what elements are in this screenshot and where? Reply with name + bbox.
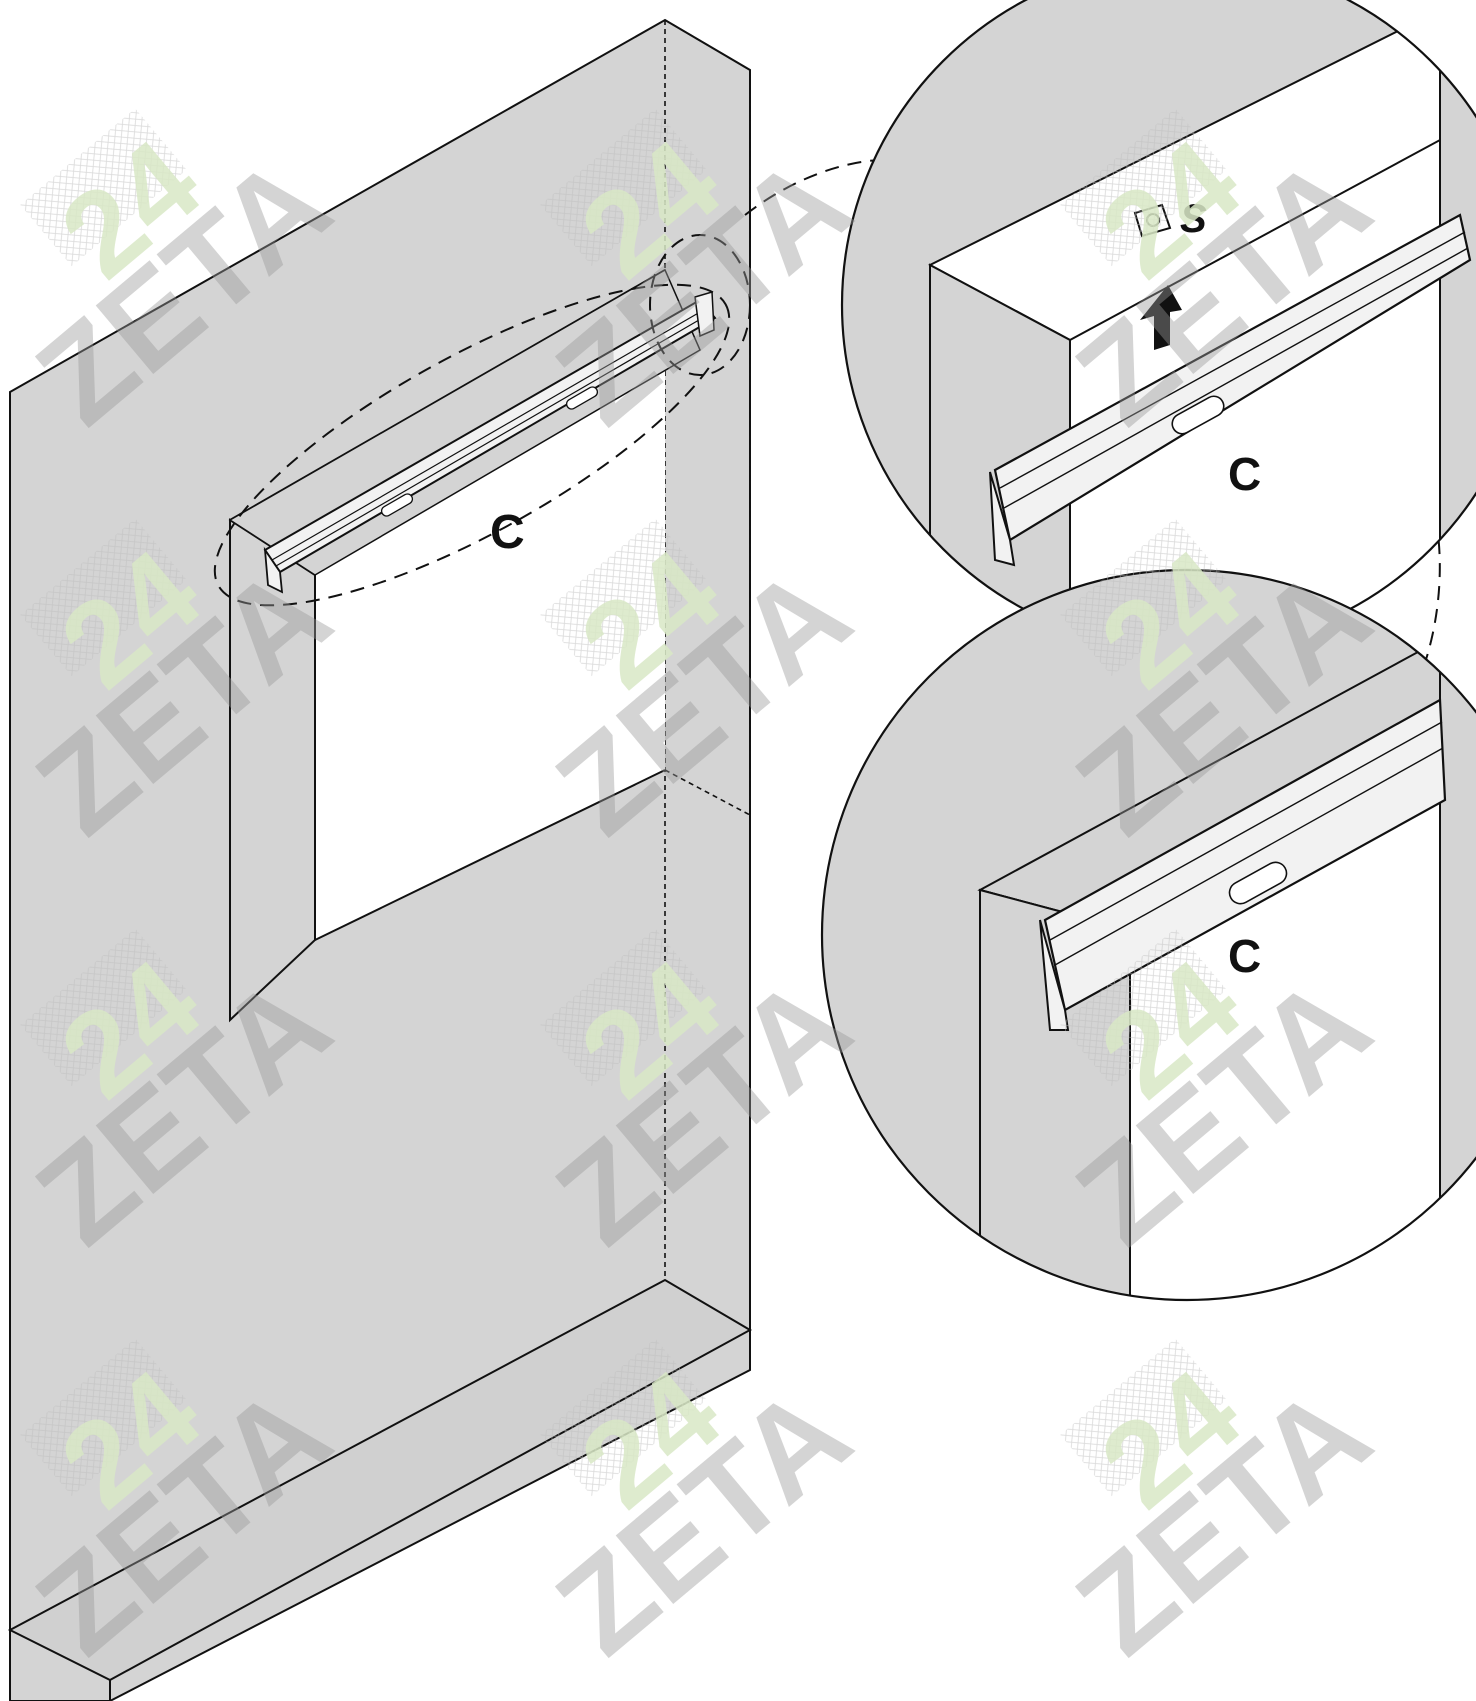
detail-bottom-label: C — [1228, 930, 1261, 982]
arrow-up-icon — [1140, 285, 1182, 350]
wall-hidden-edges — [664, 19, 751, 815]
rail-c-main — [263, 291, 717, 594]
detail-top-label: C — [1228, 448, 1261, 500]
main-part-label: C — [490, 506, 525, 559]
window-opening — [230, 270, 665, 940]
main-wall-view: C — [7, 18, 753, 1701]
detail-bottom: C — [821, 569, 1476, 1301]
floor-slab — [7, 1278, 753, 1682]
leader-top — [744, 159, 881, 216]
highlight-ellipse — [213, 283, 731, 607]
